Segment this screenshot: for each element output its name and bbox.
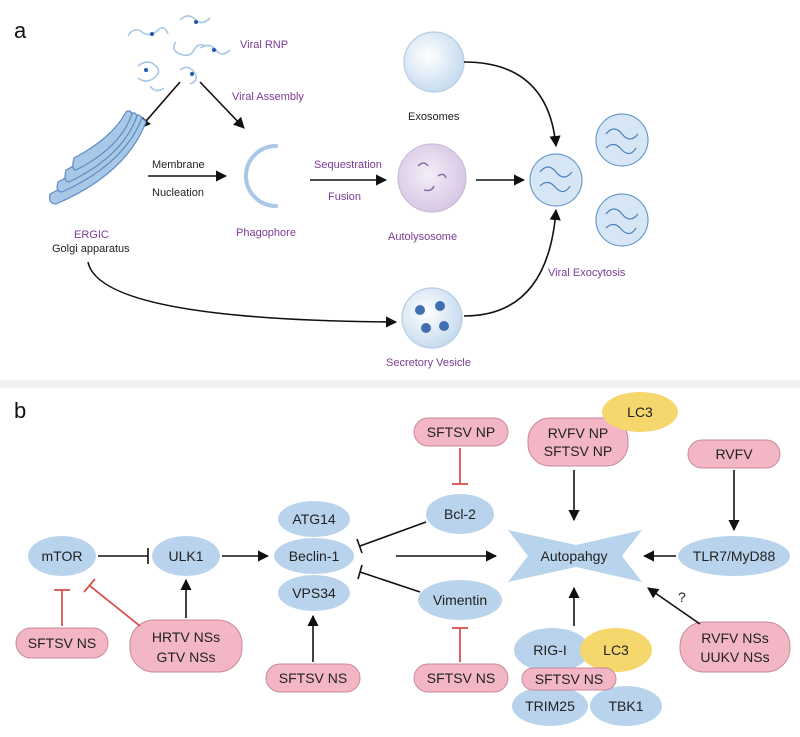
svg-text:LC3: LC3 (603, 642, 629, 658)
node-hrtv-gtv-nss: HRTV NSs GTV NSs (129, 619, 243, 673)
membrane-label: Membrane (152, 159, 205, 171)
svg-text:UUKV NSs: UUKV NSs (700, 649, 769, 665)
svg-text:Beclin-1: Beclin-1 (289, 548, 340, 564)
phagophore-label: Phagophore (236, 227, 296, 239)
node-bcl2: Bcl-2 (426, 494, 494, 534)
viral-assembly-label: Viral Assembly (232, 91, 304, 103)
node-ulk1: ULK1 (152, 536, 220, 576)
svg-text:mTOR: mTOR (42, 548, 83, 564)
panel-b-letter: b (14, 398, 26, 423)
svg-text:TBK1: TBK1 (608, 698, 643, 714)
node-sftsv-np-bcl2: SFTSV NP (413, 417, 509, 447)
arrow-vesicle-virions (463, 208, 561, 317)
edge-mtor-ulk1-inhibit (98, 548, 149, 564)
svg-text:GTV NSs: GTV NSs (156, 649, 215, 665)
node-vimentin: Vimentin (418, 580, 502, 620)
autolysosome-label: Autolysosome (388, 231, 457, 243)
svg-text:Vimentin: Vimentin (433, 592, 487, 608)
viral-exocytosis-label: Viral Exocytosis (548, 267, 626, 279)
secretory-vesicle-label: Secretory Vesicle (386, 357, 471, 369)
node-vps34: VPS34 (278, 575, 350, 611)
svg-text:SFTSV NS: SFTSV NS (535, 671, 603, 687)
virion-icon (595, 113, 649, 167)
svg-text:TRIM25: TRIM25 (525, 698, 575, 714)
svg-text:RVFV: RVFV (715, 446, 753, 462)
golgi-label: Golgi apparatus (52, 243, 130, 255)
svg-text:Autopahgy: Autopahgy (541, 548, 608, 564)
nucleation-label: Nucleation (152, 187, 204, 199)
node-atg14: ATG14 (278, 501, 350, 537)
panel-divider (0, 380, 800, 388)
node-lc3-bottom: LC3 (580, 628, 652, 672)
svg-text:TLR7/MyD88: TLR7/MyD88 (693, 548, 776, 564)
svg-text:RVFV NP: RVFV NP (548, 425, 608, 441)
exosomes-label: Exosomes (408, 111, 460, 123)
autolysosome-icon (397, 143, 467, 213)
node-lc3-top: LC3 (602, 392, 678, 432)
edge-nss-autophagy (647, 587, 701, 625)
panel-a-letter: a (14, 18, 27, 43)
node-rig-i: RIG-I (514, 628, 590, 672)
svg-text:SFTSV NP: SFTSV NP (427, 424, 495, 440)
svg-text:SFTSV NS: SFTSV NS (28, 635, 96, 651)
unknown-mechanism-label: ? (678, 589, 686, 605)
edge-sftsv-np-bcl2-inhibit (452, 448, 468, 485)
panel-a-background (0, 0, 800, 382)
svg-text:ATG14: ATG14 (292, 511, 336, 527)
viral-rnp-icon (127, 15, 231, 92)
edge-vimentin-beclin-inhibit (357, 564, 421, 593)
node-sftsv-ns-left: SFTSV NS (15, 627, 109, 659)
node-rvfv-uukv-nss: RVFV NSs UUKV NSs (679, 621, 791, 673)
phagophore-icon (244, 144, 278, 208)
arrow-rnp-phagophore (199, 81, 245, 129)
secretory-vesicle-icon (401, 287, 463, 349)
node-rvfv: RVFV (687, 439, 781, 469)
svg-text:RIG-I: RIG-I (533, 642, 566, 658)
node-trim25: TRIM25 (512, 686, 588, 726)
node-mtor: mTOR (28, 536, 96, 576)
virion-icon (529, 153, 583, 207)
arrow-exosomes-virions (463, 61, 561, 148)
svg-text:ULK1: ULK1 (168, 548, 203, 564)
edge-sftsv-ns-vimentin-inhibit (452, 627, 468, 662)
svg-text:Bcl-2: Bcl-2 (444, 506, 476, 522)
node-beclin1: Beclin-1 (274, 538, 354, 574)
edge-bcl2-beclin-inhibit (356, 521, 427, 554)
virion-icon (595, 193, 649, 247)
svg-text:LC3: LC3 (627, 404, 653, 420)
svg-text:SFTSV NS: SFTSV NS (427, 670, 495, 686)
node-tlr7-myd88: TLR7/MyD88 (678, 536, 790, 576)
sequestration-label: Sequestration (314, 159, 382, 171)
svg-text:SFTSV NP: SFTSV NP (544, 443, 612, 459)
exosome-icon (403, 31, 465, 93)
golgi-icon (49, 110, 147, 205)
node-autophagy: Autopahgy (508, 530, 642, 582)
arrow-rnp-ergic (139, 81, 181, 129)
edge-hrtv-mtor-inhibit (83, 578, 141, 627)
arrow-golgi-vesicle (87, 261, 398, 328)
viral-rnp-label: Viral RNP (240, 39, 288, 51)
node-tbk1: TBK1 (590, 686, 662, 726)
ergic-label: ERGIC (74, 229, 109, 241)
node-rvfv-sftsv-np: RVFV NP SFTSV NP (527, 417, 629, 467)
svg-text:HRTV NSs: HRTV NSs (152, 629, 220, 645)
node-sftsv-ns-rig: SFTSV NS (521, 667, 617, 691)
svg-text:VPS34: VPS34 (292, 585, 336, 601)
edge-sftsv-mtor-inhibit (54, 589, 70, 626)
fusion-label: Fusion (328, 191, 361, 203)
node-sftsv-ns-vps34: SFTSV NS (265, 663, 361, 693)
svg-text:RVFV NSs: RVFV NSs (701, 630, 768, 646)
node-sftsv-ns-vimentin: SFTSV NS (413, 663, 509, 693)
svg-text:SFTSV NS: SFTSV NS (279, 670, 347, 686)
